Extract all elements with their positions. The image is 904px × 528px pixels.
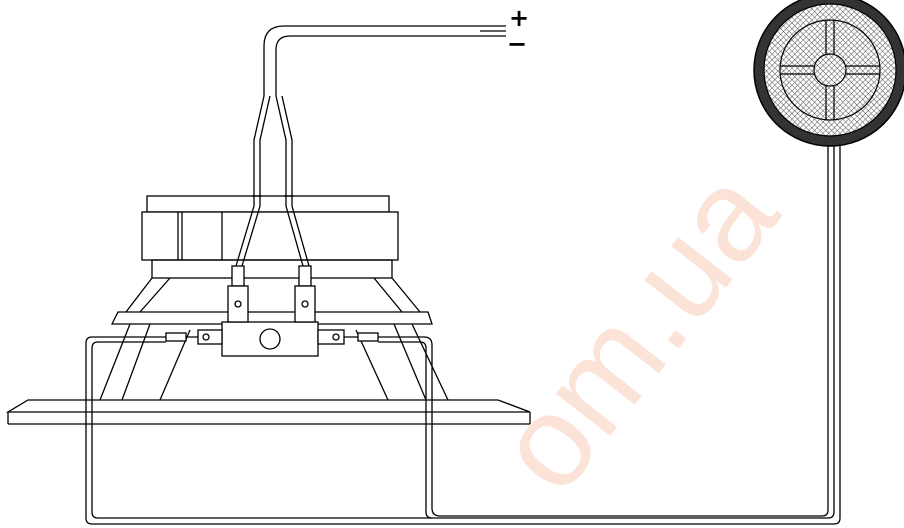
woofer-speaker <box>5 195 531 425</box>
plus-symbol: + <box>509 4 529 32</box>
input-cable <box>235 25 506 267</box>
minus-symbol: − <box>507 30 527 58</box>
woofer-basket <box>125 277 421 313</box>
polarity-labels: + − <box>507 4 529 58</box>
watermark: om.ua <box>467 142 805 517</box>
woofer-cone <box>99 323 449 401</box>
tweeter-cable-inner <box>378 140 829 517</box>
crossover-capacitor <box>259 328 281 350</box>
terminal-right <box>294 265 316 323</box>
woofer-upper-flange <box>110 311 433 325</box>
tweeter-grille <box>763 3 897 137</box>
terminal-left <box>227 265 249 323</box>
woofer-magnet <box>141 211 399 261</box>
tweeter-cable <box>85 140 841 525</box>
woofer-magnet-top <box>146 195 390 213</box>
input-cable-split <box>235 95 265 267</box>
crossover-block <box>165 321 379 357</box>
tweeter <box>753 0 904 147</box>
input-cable-main <box>263 25 480 96</box>
tweeter-cable-outer <box>85 140 841 525</box>
terminal-connectors <box>227 265 316 323</box>
watermark-text: om.ua <box>467 142 805 517</box>
